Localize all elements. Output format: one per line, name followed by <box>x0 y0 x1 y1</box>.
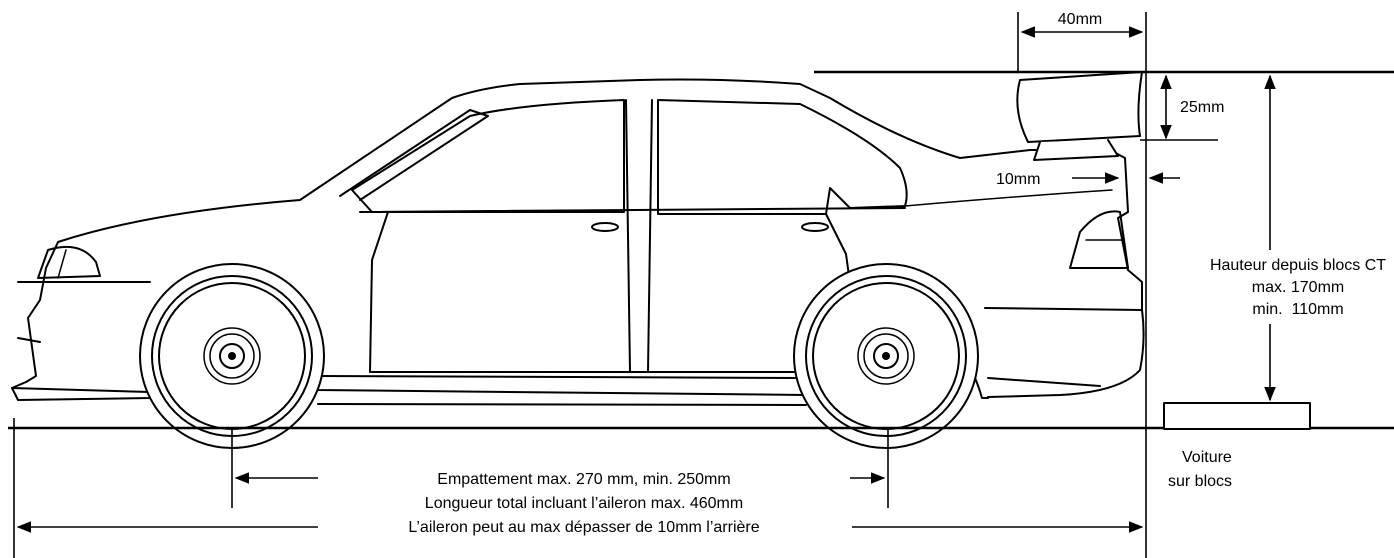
wing-height-label: 25mm <box>1180 99 1224 116</box>
front-door-handle <box>591 222 619 232</box>
height-title-label: Hauteur depuis blocs CT <box>1210 257 1386 274</box>
side-sill <box>317 375 807 406</box>
blocks-label-line1: Voiture <box>1182 449 1232 466</box>
wing-rule-label: L’aileron peut au max dépasser de 10mm l… <box>408 519 759 536</box>
belt-line <box>359 207 906 213</box>
front-wheel <box>139 263 325 449</box>
a-pillar <box>339 109 489 201</box>
front-door <box>369 211 805 373</box>
rear-door-handle <box>801 222 829 232</box>
front-wheel-hub-icon <box>228 352 236 360</box>
rear-wheel-hub-icon <box>882 352 890 360</box>
wing-profile <box>1016 71 1143 143</box>
height-max-label: max. 170mm <box>1252 279 1344 296</box>
wing-overhang-label: 10mm <box>996 171 1040 188</box>
rear-bumper <box>984 307 1143 387</box>
headlight <box>37 246 101 279</box>
blocks-label-line2: sur blocs <box>1168 473 1232 490</box>
rear-wheel <box>793 263 979 449</box>
measurement-block <box>1163 402 1311 430</box>
wing-mount <box>1033 139 1119 161</box>
total-length-label: Longueur total incluant l’aileron max. 4… <box>425 495 743 512</box>
wheelbase-label: Empattement max. 270 mm, min. 250mm <box>437 471 730 488</box>
front-bumper <box>11 281 151 393</box>
tail-light <box>1069 210 1129 269</box>
wing-width-label: 40mm <box>1058 11 1102 28</box>
rear-wing <box>1016 71 1143 161</box>
rear-window-outline <box>657 99 908 215</box>
b-pillar <box>625 99 631 373</box>
height-min-label: min. 110mm <box>1252 301 1343 318</box>
